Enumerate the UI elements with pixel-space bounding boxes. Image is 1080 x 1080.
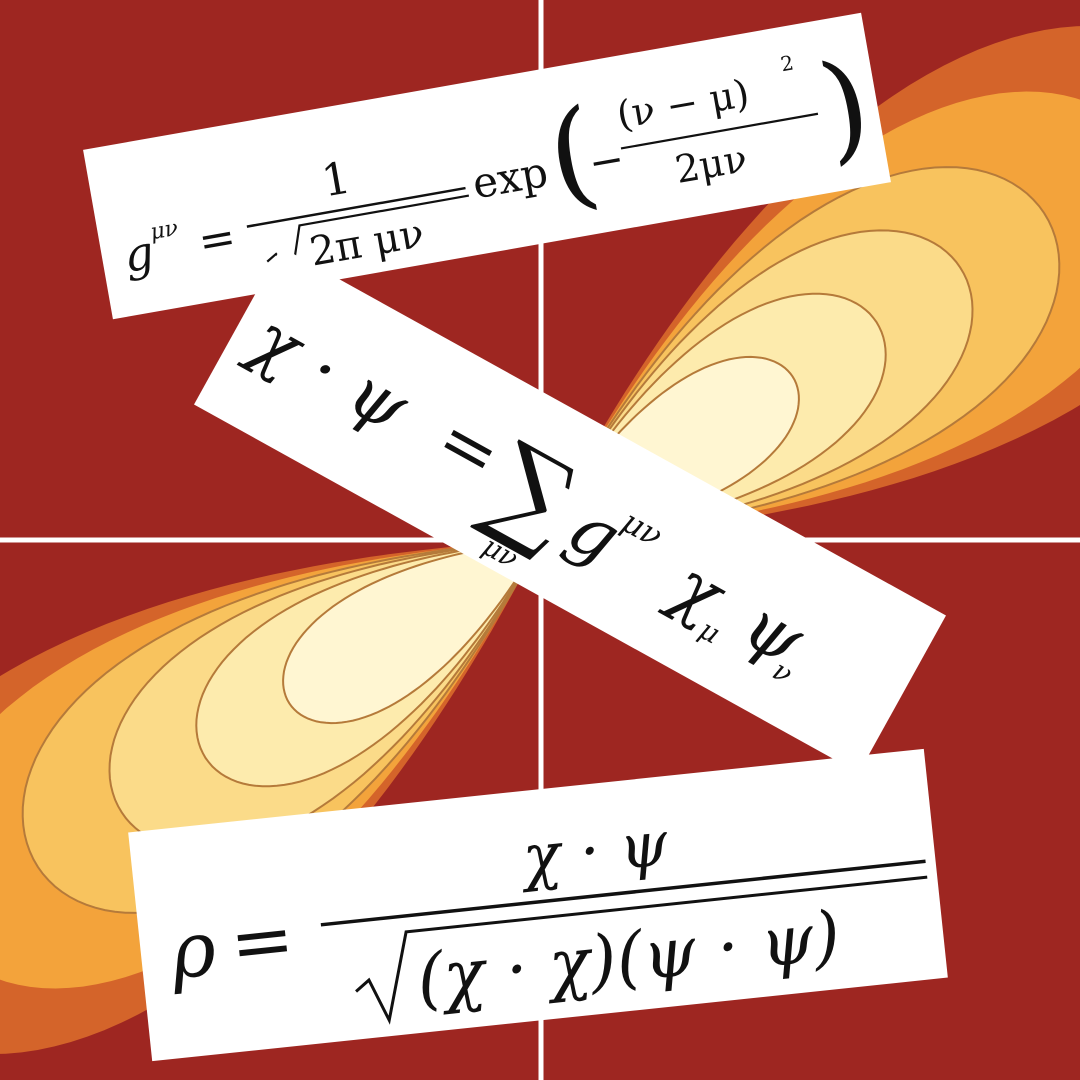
formula-card-inner-product: χ · ψ = ∑ μν g μν χ μ ψ ν <box>194 247 946 773</box>
lower-left-contour-level-6 <box>282 539 543 725</box>
numerator-one: 1 <box>318 152 354 207</box>
numerator-chi-dot-psi: χ · ψ <box>515 806 672 894</box>
equals-sign-3: = <box>226 893 299 988</box>
minus-sign: − <box>585 133 628 187</box>
g-superscript: μν <box>148 216 180 245</box>
sqrt-sign-3 <box>355 875 928 1025</box>
equals-sign: = <box>195 211 240 268</box>
fraction-bar <box>246 186 466 228</box>
chi-dot-psi: χ · ψ <box>235 295 424 449</box>
chi-symbol: χ <box>656 542 740 638</box>
correlation-formula: ρ = χ · ψ (χ · χ)(ψ · ψ) <box>165 806 928 1025</box>
fraction-bar-3 <box>320 859 926 927</box>
rho-symbol: ρ <box>165 903 220 996</box>
inner-denominator: 2μν <box>672 136 751 192</box>
gaussian-formula: g μν = 1 2π μν exp ( − (ν − μ) 2 2μν ) <box>119 34 879 283</box>
inner-product-formula: χ · ψ = ∑ μν g μν χ μ ψ ν <box>235 295 819 691</box>
inner-exponent: 2 <box>779 50 796 76</box>
exp-function: exp <box>469 147 552 208</box>
inner-fraction-bar <box>620 112 819 150</box>
inner-numerator: (ν − μ) <box>613 71 752 138</box>
formula-card-gaussian: g μν = 1 2π μν exp ( − (ν − μ) 2 2μν ) <box>83 12 891 320</box>
formula-card-correlation: ρ = χ · ψ (χ · χ)(ψ · ψ) <box>128 748 948 1062</box>
